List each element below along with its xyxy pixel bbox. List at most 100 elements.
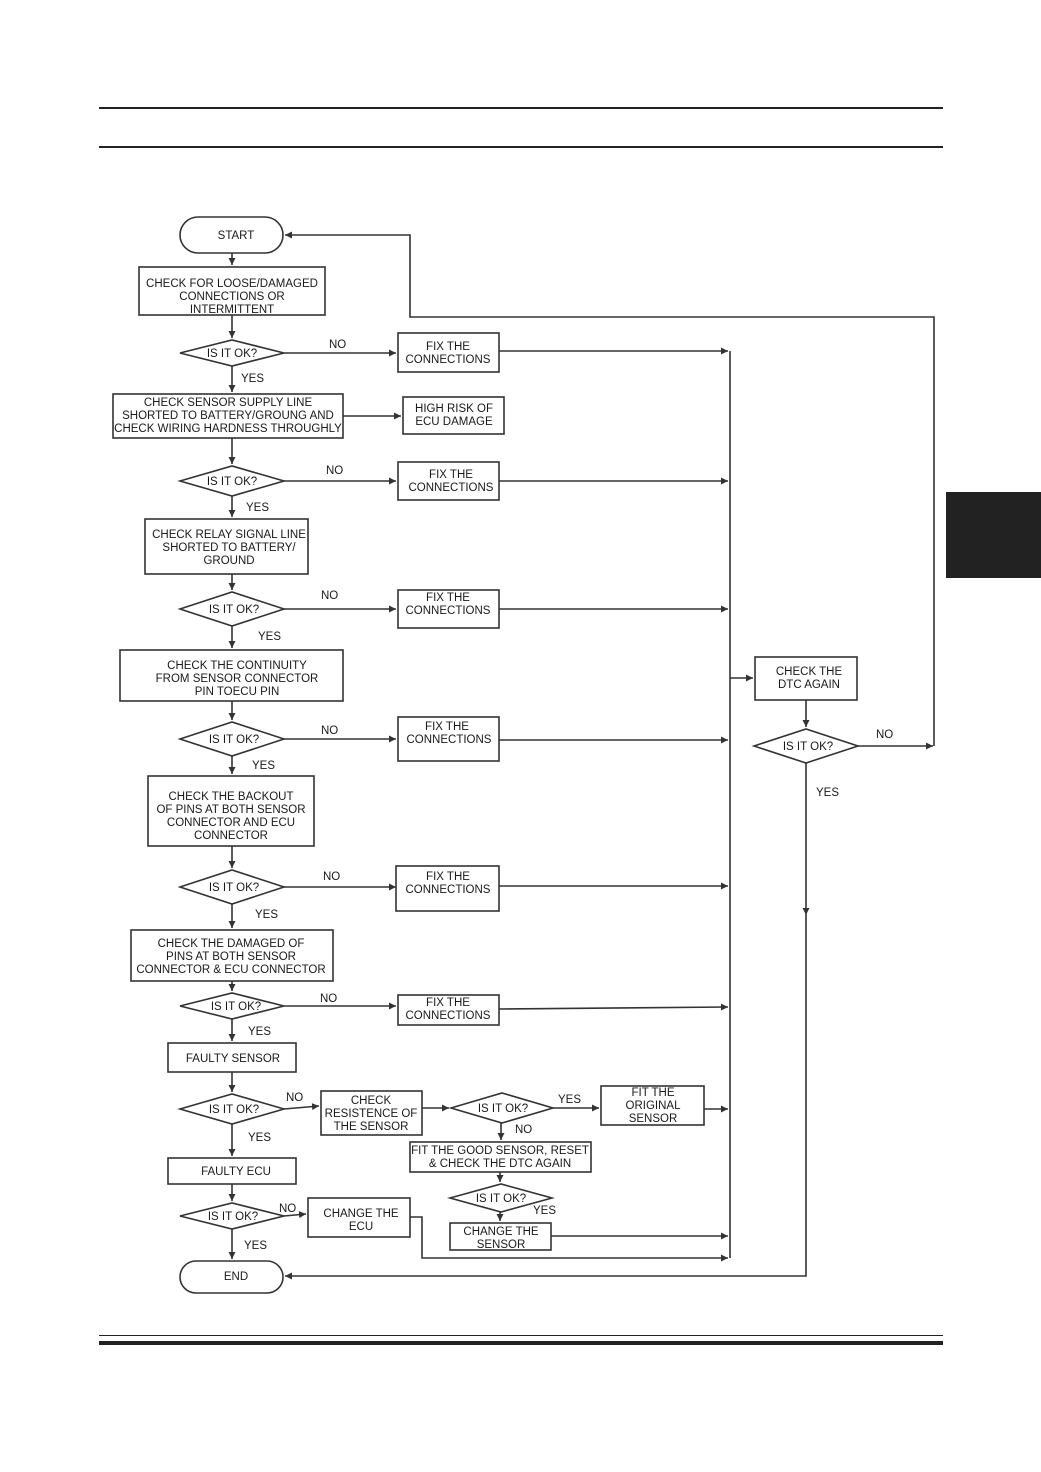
decision-dtc-label: IS IT OK? bbox=[783, 741, 833, 753]
yes-label-4: YES bbox=[252, 760, 275, 772]
start-label: START bbox=[218, 230, 255, 242]
no-label-7: NO bbox=[286, 1092, 303, 1104]
fit-original-line-3: SENSOR bbox=[629, 1113, 678, 1125]
no-label-6: NO bbox=[320, 993, 337, 1005]
high-risk-line-1: HIGH RISK OF bbox=[415, 403, 493, 415]
decision-3: IS IT OK? bbox=[177, 591, 287, 627]
decision-9-label: IS IT OK? bbox=[476, 1193, 526, 1205]
decision-8: IS IT OK? bbox=[448, 1092, 556, 1124]
decision-4-label: IS IT OK? bbox=[209, 734, 259, 746]
step-3-line-1: CHECK RELAY SIGNAL LINE bbox=[152, 529, 306, 541]
fix-1-line-2: CONNECTIONS bbox=[406, 354, 491, 366]
step-3-line-3: GROUND bbox=[203, 555, 254, 567]
section-tab bbox=[946, 492, 1041, 578]
header-rule-bottom bbox=[99, 146, 943, 148]
no-label-2: NO bbox=[326, 465, 343, 477]
change-ecu-line-1: CHANGE THE bbox=[323, 1208, 399, 1220]
yes-label-7: YES bbox=[248, 1132, 271, 1144]
high-risk-ecu-damage: HIGH RISK OF ECU DAMAGE bbox=[402, 396, 505, 435]
yes-label-dtc: YES bbox=[816, 787, 839, 799]
fix-3-line-1: FIX THE bbox=[426, 592, 470, 604]
no-label-4: NO bbox=[321, 725, 338, 737]
high-risk-line-2: ECU DAMAGE bbox=[415, 416, 493, 428]
check-dtc-again: CHECK THE DTC AGAIN bbox=[754, 656, 858, 701]
footer-rule-thick bbox=[99, 1341, 943, 1345]
step-5-line-1: CHECK THE BACKOUT bbox=[168, 791, 293, 803]
step-7-line-1: FAULTY SENSOR bbox=[186, 1053, 280, 1065]
no-label-5: NO bbox=[323, 871, 340, 883]
decision-1: IS IT OK? bbox=[179, 339, 285, 367]
step-5-line-2: OF PINS AT BOTH SENSOR bbox=[156, 804, 305, 816]
decision-5: IS IT OK? bbox=[177, 869, 287, 905]
decision-6-label: IS IT OK? bbox=[211, 1001, 261, 1013]
decision-1-label: IS IT OK? bbox=[207, 348, 257, 360]
step-check-relay-signal-line: CHECK RELAY SIGNAL LINE SHORTED TO BATTE… bbox=[144, 518, 309, 575]
fit-good-line-1: FIT THE GOOD SENSOR, RESET bbox=[411, 1145, 589, 1157]
change-ecu-line-2: ECU bbox=[349, 1221, 373, 1233]
fix-connections-5: FIX THE CONNECTIONS bbox=[395, 865, 500, 912]
change-the-sensor: CHANGE THE SENSOR bbox=[449, 1222, 552, 1251]
step-1-line-2: CONNECTIONS OR bbox=[179, 291, 284, 303]
decision-8-label: IS IT OK? bbox=[478, 1103, 528, 1115]
decision-10-label: IS IT OK? bbox=[208, 1211, 258, 1223]
change-sensor-line-1: CHANGE THE bbox=[463, 1226, 539, 1238]
decision-6: IS IT OK? bbox=[179, 992, 285, 1020]
fit-good-sensor-reset: FIT THE GOOD SENSOR, RESET & CHECK THE D… bbox=[409, 1141, 592, 1173]
footer-rule-thin bbox=[99, 1335, 943, 1336]
fix-5-line-2: CONNECTIONS bbox=[406, 884, 491, 896]
header-rule-top bbox=[99, 107, 943, 109]
yes-label-3: YES bbox=[258, 631, 281, 643]
yes-label-5: YES bbox=[255, 909, 278, 921]
fix-4-line-2: CONNECTIONS bbox=[407, 734, 492, 746]
fix-1-line-1: FIX THE bbox=[426, 341, 470, 353]
fix-connections-6: FIX THE CONNECTIONS bbox=[397, 994, 500, 1026]
decision-9: IS IT OK? bbox=[446, 1183, 556, 1213]
fix-connections-4: FIX THE CONNECTIONS bbox=[397, 716, 500, 762]
fix-4-line-1: FIX THE bbox=[425, 721, 469, 733]
fit-original-sensor: FIT THE ORIGINAL SENSOR bbox=[600, 1085, 705, 1126]
step-4-line-1: CHECK THE CONTINUITY bbox=[167, 660, 307, 672]
change-sensor-line-2: SENSOR bbox=[477, 1239, 526, 1251]
fix-connections-2: FIX THE CONNECTIONS bbox=[397, 461, 500, 501]
step-check-sensor-supply-line: CHECK SENSOR SUPPLY LINE SHORTED TO BATT… bbox=[112, 393, 344, 439]
decision-5-label: IS IT OK? bbox=[209, 882, 259, 894]
end-terminal: END bbox=[179, 1260, 284, 1294]
end-label: END bbox=[224, 1271, 248, 1283]
step-faulty-sensor: FAULTY SENSOR bbox=[167, 1042, 297, 1073]
step-check-damaged-pins: CHECK THE DAMAGED OF PINS AT BOTH SENSOR… bbox=[130, 929, 334, 982]
step-4-line-3: PIN TOECU PIN bbox=[195, 686, 280, 698]
check-resistance-line-1: CHECK bbox=[351, 1095, 392, 1107]
no-label-8: NO bbox=[515, 1124, 532, 1136]
no-label-dtc: NO bbox=[876, 729, 893, 741]
step-2-line-3: CHECK WIRING HARDNESS THROUGHLY bbox=[114, 423, 342, 435]
check-dtc-line-2: DTC AGAIN bbox=[778, 679, 840, 691]
fix-3-line-2: CONNECTIONS bbox=[406, 605, 491, 617]
step-5-line-4: CONNECTOR bbox=[194, 830, 268, 842]
fix-6-line-1: FIX THE bbox=[426, 997, 470, 1009]
step-3-line-2: SHORTED TO BATTERY/ bbox=[162, 542, 296, 554]
yes-label-10: YES bbox=[244, 1240, 267, 1252]
check-resistance-line-3: THE SENSOR bbox=[334, 1121, 409, 1133]
fix-6-line-2: CONNECTIONS bbox=[406, 1010, 491, 1022]
step-check-continuity: CHECK THE CONTINUITY FROM SENSOR CONNECT… bbox=[119, 649, 344, 702]
start-terminal: START bbox=[179, 216, 284, 254]
yes-label-8: YES bbox=[558, 1094, 581, 1106]
fix-connections-1: FIX THE CONNECTIONS bbox=[397, 332, 500, 373]
step-5-line-3: CONNECTOR AND ECU bbox=[167, 817, 295, 829]
check-resistance-line-2: RESISTENCE OF bbox=[325, 1108, 418, 1120]
check-dtc-line-1: CHECK THE bbox=[776, 666, 843, 678]
no-label-1: NO bbox=[329, 339, 346, 351]
step-1-line-3: INTERMITTENT bbox=[190, 304, 274, 316]
step-4-line-2: FROM SENSOR CONNECTOR bbox=[156, 673, 319, 685]
step-8-line-1: FAULTY ECU bbox=[201, 1166, 271, 1178]
decision-2-label: IS IT OK? bbox=[207, 476, 257, 488]
yes-label-2: YES bbox=[246, 502, 269, 514]
step-2-line-2: SHORTED TO BATTERY/GROUNG AND bbox=[122, 410, 334, 422]
step-6-line-2: PINS AT BOTH SENSOR bbox=[166, 951, 296, 963]
change-the-ecu: CHANGE THE ECU bbox=[307, 1197, 411, 1238]
decision-7-label: IS IT OK? bbox=[209, 1104, 259, 1116]
fix-2-line-2: CONNECTIONS bbox=[409, 482, 494, 494]
fit-original-line-2: ORIGINAL bbox=[626, 1100, 682, 1112]
